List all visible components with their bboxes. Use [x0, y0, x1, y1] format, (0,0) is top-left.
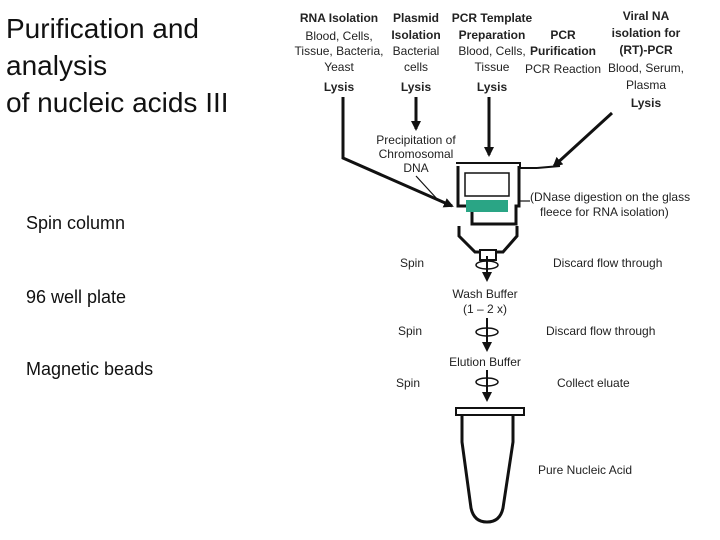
- precip-line-1: Precipitation of: [376, 133, 456, 147]
- rna-heading: RNA Isolation: [300, 11, 378, 25]
- source-rna-isolation: RNA Isolation Blood, Cells, Tissue, Bact…: [295, 11, 384, 94]
- viral-sample-1: Blood, Serum,: [608, 61, 684, 75]
- pcr-purif-sample-1: PCR Reaction: [525, 62, 601, 76]
- bullet-spin-column: Spin column: [26, 213, 126, 233]
- pcr-template-sample-1: Blood, Cells,: [458, 44, 525, 58]
- source-pcr-purification: PCR Purification PCR Reaction: [525, 28, 601, 76]
- arrow-viral: [552, 111, 614, 168]
- discard-label-1: Discard flow through: [553, 256, 662, 270]
- precip-line-3: DNA: [403, 161, 428, 175]
- bullet-96-well-plate: 96 well plate: [26, 287, 127, 307]
- pcr-purif-heading-2: Purification: [530, 44, 596, 58]
- discard-label-2: Discard flow through: [546, 324, 655, 338]
- spin-label-1: Spin: [400, 256, 424, 270]
- precip-line-2: Chromosomal: [379, 147, 454, 161]
- plasmid-heading-2: Isolation: [391, 28, 440, 42]
- spin-label-2: Spin: [398, 324, 422, 338]
- rna-lysis: Lysis: [324, 80, 355, 94]
- collect-eluate-label: Collect eluate: [557, 376, 630, 390]
- plasmid-sample-2: cells: [404, 60, 428, 74]
- title-line-3: of nucleic acids III: [6, 87, 229, 118]
- title-line-2: analysis: [6, 50, 108, 81]
- source-arrows: [341, 97, 614, 208]
- precipitation-note: Precipitation of Chromosomal DNA: [376, 133, 456, 175]
- elution-buffer-label: Elution Buffer: [449, 355, 521, 369]
- plasmid-sample-1: Bacterial: [393, 44, 440, 58]
- source-viral-na: Viral NA isolation for (RT)-PCR Blood, S…: [608, 9, 684, 110]
- pure-nucleic-acid-label: Pure Nucleic Acid: [538, 463, 632, 477]
- viral-lysis: Lysis: [631, 96, 662, 110]
- arrow-rna: [341, 97, 454, 208]
- plasmid-lysis: Lysis: [401, 80, 432, 94]
- source-plasmid-isolation: Plasmid Isolation Bacterial cells Lysis: [391, 11, 440, 94]
- pcr-purif-heading-1: PCR: [550, 28, 576, 42]
- spin-arrow-1: [475, 256, 499, 282]
- rna-sample-2: Tissue, Bacteria,: [295, 44, 384, 58]
- viral-heading-3: (RT)-PCR: [619, 43, 673, 57]
- plasmid-heading-1: Plasmid: [393, 11, 439, 25]
- glass-fleece: [466, 200, 508, 212]
- precip-leader: [415, 175, 439, 201]
- wash-buffer-count: (1 – 2 x): [463, 302, 507, 316]
- rna-sample-3: Yeast: [324, 60, 354, 74]
- spin-arrow-2: [475, 318, 499, 352]
- viral-heading-2: isolation for: [612, 26, 681, 40]
- spin-label-3: Spin: [396, 376, 420, 390]
- dnase-note-1: (DNase digestion on the glass: [530, 190, 690, 204]
- collection-tube-icon: [455, 407, 525, 524]
- pcr-template-sample-2: Tissue: [475, 60, 510, 74]
- pcr-template-lysis: Lysis: [477, 80, 508, 94]
- dnase-note-2: fleece for RNA isolation): [540, 205, 669, 219]
- pcr-template-heading-1: PCR Template: [452, 11, 533, 25]
- spin-arrow-3: [475, 370, 499, 402]
- viral-sample-2: Plasma: [626, 78, 666, 92]
- spin-column-icon: [456, 162, 561, 261]
- slide-title: Purification and analysis of nucleic aci…: [6, 10, 229, 121]
- rna-sample-1: Blood, Cells,: [305, 29, 372, 43]
- pcr-template-heading-2: Preparation: [459, 28, 526, 42]
- wash-buffer-label: Wash Buffer: [452, 287, 517, 301]
- title-line-1: Purification and: [6, 13, 200, 44]
- viral-heading-1: Viral NA: [623, 9, 670, 23]
- source-pcr-template: PCR Template Preparation Blood, Cells, T…: [452, 11, 533, 94]
- bullet-magnetic-beads: Magnetic beads: [26, 359, 154, 379]
